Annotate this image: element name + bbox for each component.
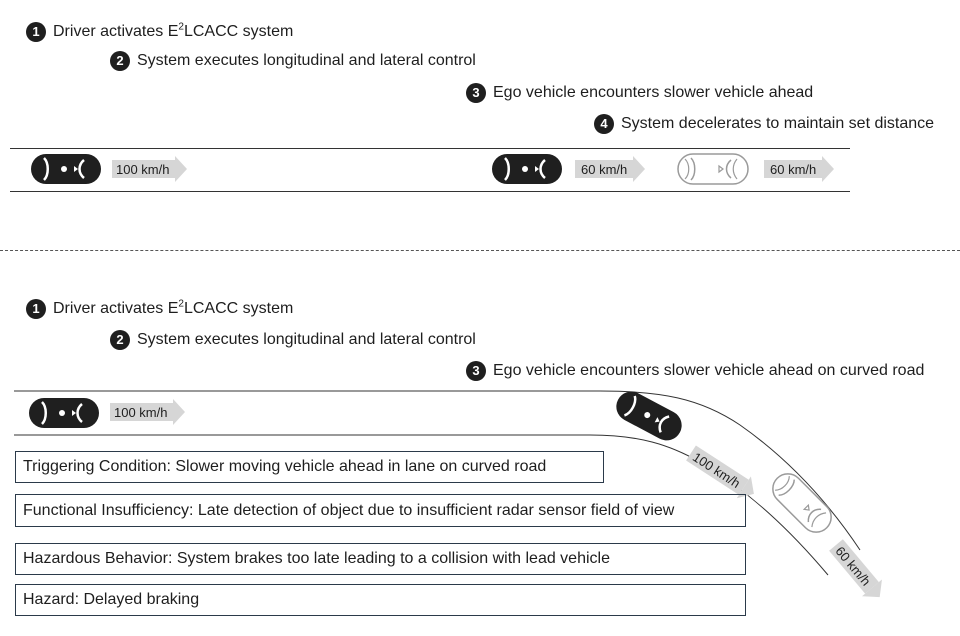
step-number-badge: 1 [26,22,46,42]
speed-arrow: 100 km/h [112,156,188,182]
step-number-badge: 4 [594,114,614,134]
top-step-2: 2 System executes longitudinal and later… [110,51,476,71]
step-number-badge: 2 [110,51,130,71]
ego-car-icon [616,391,682,441]
hazardous-behavior-box: Hazardous Behavior: System brakes too la… [15,543,746,575]
top-step-3: 3 Ego vehicle encounters slower vehicle … [466,83,813,103]
bottom-step-2: 2 System executes longitudinal and later… [110,330,476,350]
step-1-text: Driver activates E2LCACC system [53,298,294,317]
speed-arrow: 60 km/h [575,156,646,182]
ego-car-icon [31,154,101,184]
speed-label: 100 km/h [112,160,176,178]
speed-label: 60 km/h [575,160,634,178]
ego-car-icon [29,398,99,428]
top-step-1: 1 Driver activates E2LCACC system [26,22,293,42]
speed-arrow: 100 km/h [110,399,186,425]
ego-car-icon [492,154,562,184]
hazard-text: Hazard: Delayed braking [23,591,200,608]
step-2-text: System executes longitudinal and lateral… [137,331,476,348]
top-road-upper-edge [10,148,850,149]
step-3-text: Ego vehicle encounters slower vehicle ah… [493,84,814,101]
top-step-4: 4 System decelerates to maintain set dis… [594,114,934,134]
section-divider [0,250,960,251]
step-number-badge: 3 [466,361,486,381]
step-2-text: System executes longitudinal and lateral… [137,52,476,69]
step-number-badge: 2 [110,330,130,350]
step-number-badge: 1 [26,299,46,319]
arrow-head-icon [822,156,835,182]
functional-insufficiency-box: Functional Insufficiency: Late detection… [15,494,746,527]
bottom-step-1: 1 Driver activates E2LCACC system [26,299,293,319]
arrow-head-icon [633,156,646,182]
lead-car-icon [772,473,832,533]
hazardous-behavior-text: Hazardous Behavior: System brakes too la… [23,550,610,567]
bottom-step-3: 3 Ego vehicle encounters slower vehicle … [466,361,924,381]
speed-arrow: 60 km/h [764,156,835,182]
step-1-text: Driver activates E2LCACC system [53,21,294,40]
step-3-text: Ego vehicle encounters slower vehicle ah… [493,362,925,379]
step-4-text: System decelerates to maintain set dista… [621,115,935,132]
functional-insufficiency-text: Functional Insufficiency: Late detection… [23,501,675,519]
arrow-head-icon [175,156,188,182]
lead-car-icon [677,153,749,185]
speed-label: 60 km/h [764,160,823,178]
speed-label: 100 km/h [110,403,174,421]
triggering-condition-text: Triggering Condition: Slower moving vehi… [23,458,547,475]
triggering-condition-box: Triggering Condition: Slower moving vehi… [15,451,604,483]
arrow-head-icon [173,399,186,425]
top-road-lower-edge [10,191,850,192]
hazard-box: Hazard: Delayed braking [15,584,746,616]
step-number-badge: 3 [466,83,486,103]
